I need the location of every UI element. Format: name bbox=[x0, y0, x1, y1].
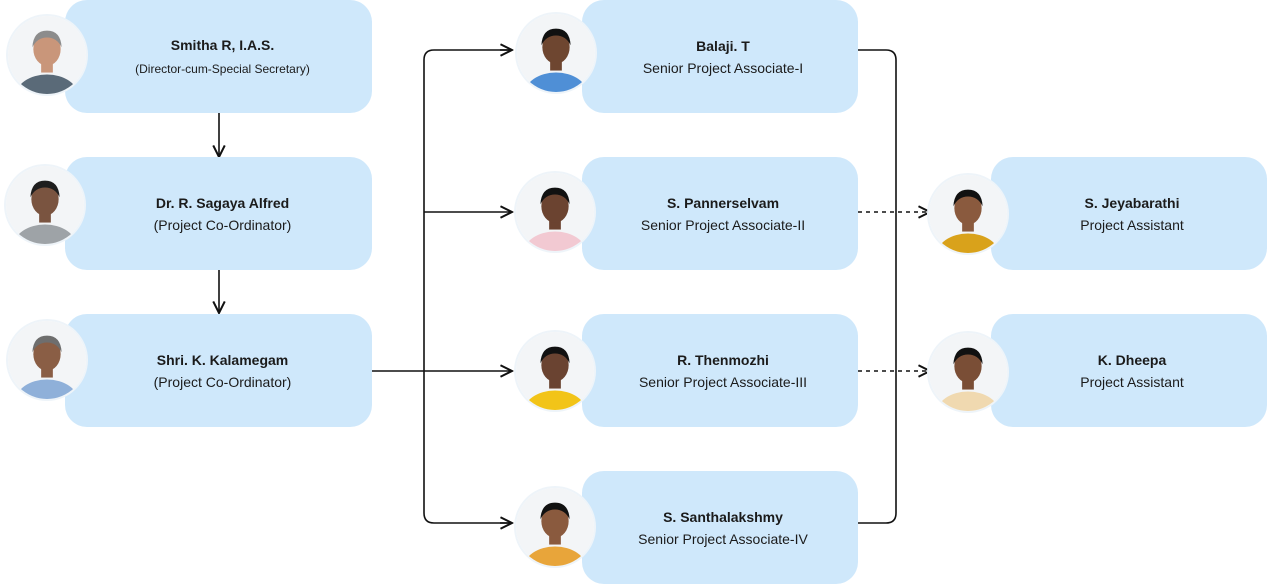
person-role: Project Assistant bbox=[1080, 373, 1184, 390]
card-santhalakshmy: S. Santhalakshmy Senior Project Associat… bbox=[582, 471, 858, 584]
person-role: (Project Co-Ordinator) bbox=[153, 373, 292, 390]
portrait-icon bbox=[517, 14, 595, 92]
avatar-dheepa bbox=[929, 333, 1007, 411]
avatar-santhalakshmy bbox=[516, 488, 594, 566]
portrait-icon bbox=[8, 16, 86, 94]
card-dheepa: K. Dheepa Project Assistant bbox=[991, 314, 1267, 427]
avatar-sagaya bbox=[6, 166, 84, 244]
card-thenmozhi: R. Thenmozhi Senior Project Associate-II… bbox=[582, 314, 858, 427]
person-name: Shri. K. Kalamegam bbox=[156, 351, 289, 368]
branch-bus bbox=[423, 49, 512, 524]
person-name: Balaji. T bbox=[696, 37, 750, 54]
avatar-thenmozhi bbox=[516, 332, 594, 410]
person-role: Senior Project Associate-II bbox=[640, 216, 806, 233]
avatar-smitha bbox=[8, 16, 86, 94]
person-name: R. Thenmozhi bbox=[677, 351, 769, 368]
person-role: (Project Co-Ordinator) bbox=[153, 216, 292, 233]
avatar-balaji bbox=[517, 14, 595, 92]
person-name: S. Pannerselvam bbox=[666, 194, 780, 211]
portrait-icon bbox=[929, 333, 1007, 411]
person-role: Senior Project Associate-III bbox=[638, 373, 808, 390]
portrait-icon bbox=[516, 173, 594, 251]
person-name: Smitha R, I.A.S. bbox=[170, 36, 275, 53]
portrait-icon bbox=[516, 332, 594, 410]
person-name: S. Jeyabarathi bbox=[1084, 194, 1180, 211]
card-smitha: Smitha R, I.A.S. (Director-cum-Special S… bbox=[65, 0, 372, 113]
card-pannerselvam: S. Pannerselvam Senior Project Associate… bbox=[582, 157, 858, 270]
portrait-icon bbox=[8, 321, 86, 399]
avatar-kalamegam bbox=[8, 321, 86, 399]
portrait-icon bbox=[929, 175, 1007, 253]
person-name: K. Dheepa bbox=[1097, 351, 1167, 368]
right-bracket bbox=[858, 49, 897, 524]
person-role: (Director-cum-Special Secretary) bbox=[135, 61, 310, 76]
avatar-pannerselvam bbox=[516, 173, 594, 251]
person-name: S. Santhalakshmy bbox=[663, 508, 783, 525]
card-jeyabarathi: S. Jeyabarathi Project Assistant bbox=[991, 157, 1267, 270]
portrait-icon bbox=[6, 166, 84, 244]
avatar-jeyabarathi bbox=[929, 175, 1007, 253]
person-name: Dr. R. Sagaya Alfred bbox=[155, 194, 290, 211]
card-sagaya: Dr. R. Sagaya Alfred (Project Co-Ordinat… bbox=[65, 157, 372, 270]
person-role: Senior Project Associate-I bbox=[642, 59, 804, 76]
person-role: Senior Project Associate-IV bbox=[638, 530, 808, 547]
person-role: Project Assistant bbox=[1080, 216, 1184, 233]
portrait-icon bbox=[516, 488, 594, 566]
card-balaji: Balaji. T Senior Project Associate-I bbox=[582, 0, 858, 113]
card-kalamegam: Shri. K. Kalamegam (Project Co-Ordinator… bbox=[65, 314, 372, 427]
